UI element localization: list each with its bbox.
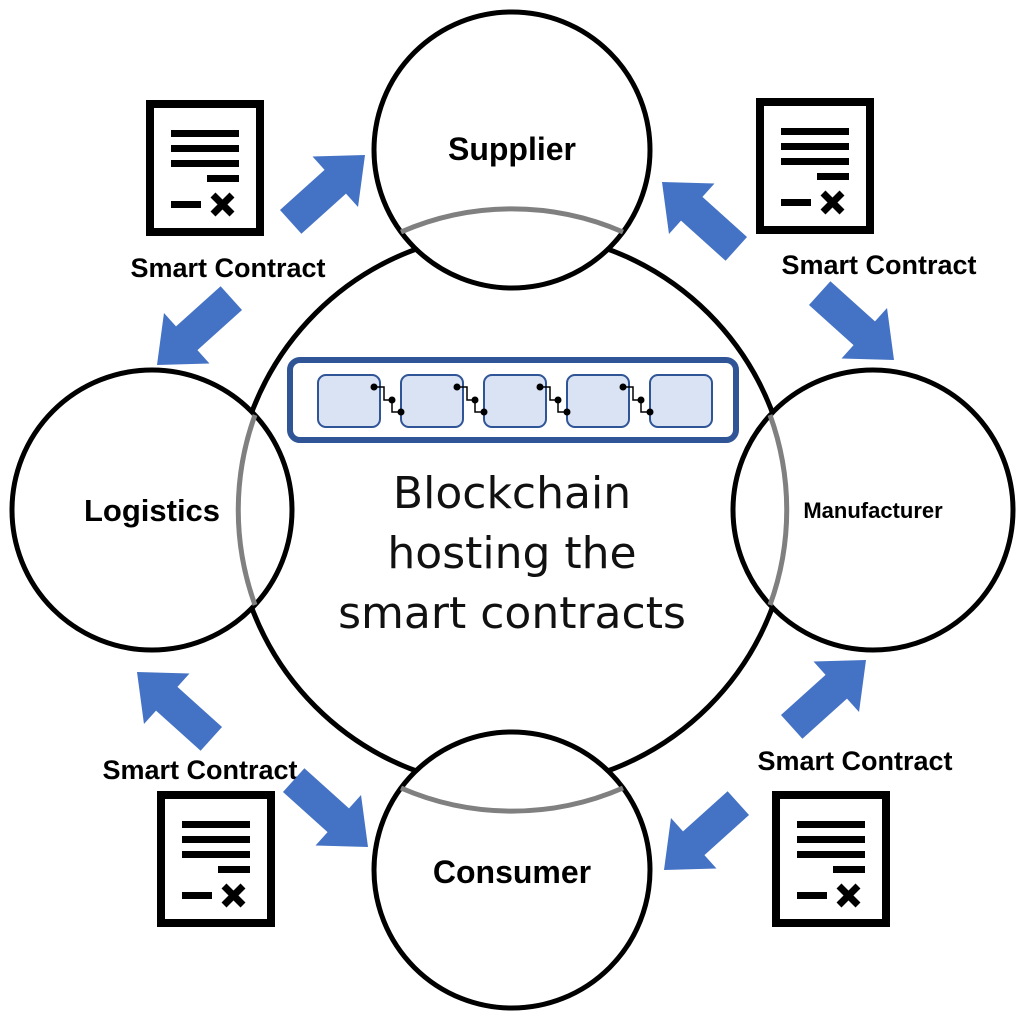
center-text-line-1: Blockchain [393, 468, 631, 519]
contract-label-top-left: Smart Contract [130, 253, 325, 283]
node-manufacturer: Manufacturer [730, 367, 1016, 653]
contract-document-icon [161, 795, 271, 923]
block [317, 374, 381, 428]
node-label-logistics: Logistics [84, 493, 220, 528]
block [483, 374, 547, 428]
node-label-consumer: Consumer [433, 854, 591, 890]
node-consumer: Consumer [371, 729, 653, 1011]
node-label-manufacturer: Manufacturer [803, 498, 943, 523]
contract-label-bottom-left: Smart Contract [102, 755, 297, 785]
arrow-icon [639, 156, 760, 275]
center-text-line-2: hosting the [387, 528, 636, 579]
arrow-icon [796, 267, 917, 386]
center-text-line-3: smart contracts [338, 588, 686, 639]
node-supplier: Supplier [371, 9, 653, 291]
arrow-icon [114, 646, 235, 765]
block [400, 374, 464, 428]
blockchain-icon [287, 357, 739, 443]
contract-document-icon [760, 102, 870, 230]
arrow-icon [267, 129, 388, 248]
contract-label-top-right: Smart Contract [781, 250, 976, 280]
contract-document-icon [776, 795, 886, 923]
contract-label-bottom-right: Smart Contract [757, 746, 952, 776]
block [649, 374, 713, 428]
contract-document-icon [150, 104, 260, 232]
block [566, 374, 630, 428]
arrow-icon [641, 777, 762, 896]
node-label-supplier: Supplier [448, 131, 576, 167]
node-logistics: Logistics [9, 367, 295, 653]
